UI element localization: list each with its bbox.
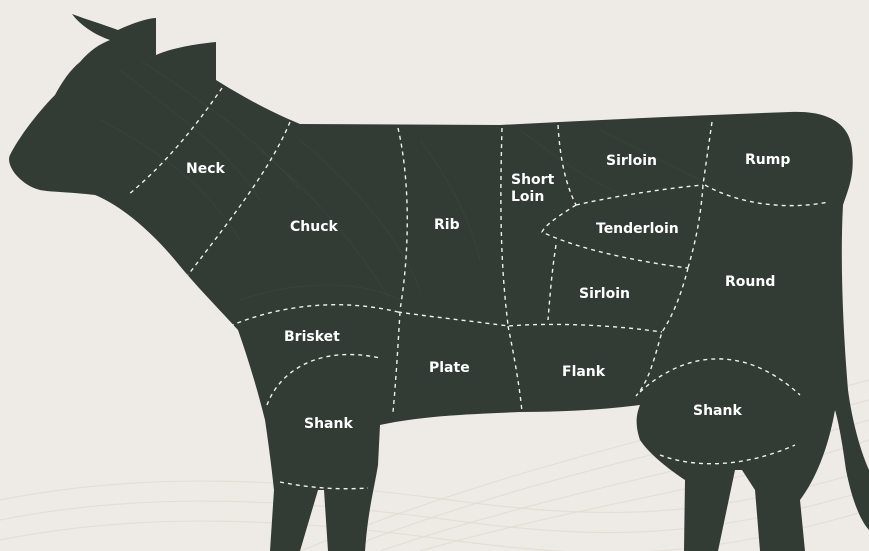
label-sirloin-bottom: Sirloin [579,286,630,302]
label-front-shank: Shank [304,416,353,432]
label-rear-shank: Shank [693,403,742,419]
label-neck: Neck [186,161,226,177]
label-round: Round [725,274,775,290]
label-sirloin-top: Sirloin [606,153,657,169]
label-short-loin-line1: Short [511,172,555,188]
label-flank: Flank [562,364,606,380]
label-chuck: Chuck [290,219,339,235]
label-rib: Rib [434,217,460,233]
label-brisket: Brisket [284,329,340,345]
label-tenderloin: Tenderloin [596,221,679,237]
label-short-loin-line2: Loin [511,189,544,205]
label-plate: Plate [429,360,470,376]
label-rump: Rump [745,152,790,168]
